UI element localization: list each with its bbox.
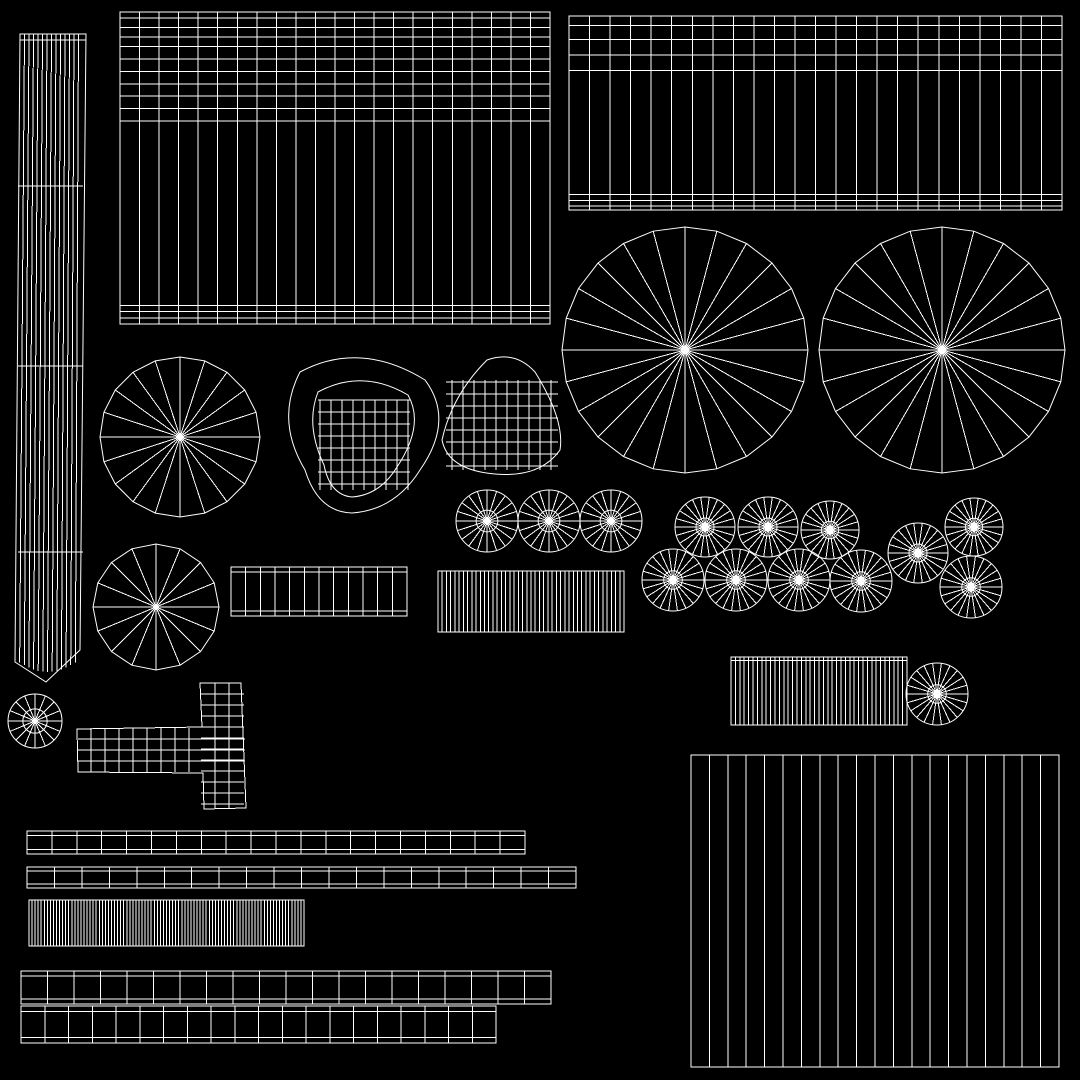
uv-disc-medium-2: [92, 543, 220, 671]
uv-small-wheel-1: [455, 489, 519, 553]
uv-strip-long-1: [26, 830, 526, 855]
uv-small-wheel-10: [829, 549, 893, 613]
uv-disc-large-1: [561, 226, 809, 474]
uv-small-wheel-11: [887, 522, 949, 584]
uv-small-wheel-14: [905, 662, 969, 726]
uv-disc-large-2: [818, 226, 1066, 474]
uv-panel-top-right: [568, 15, 1063, 211]
uv-small-wheel-13: [939, 555, 1003, 619]
uv-organic-cone: [441, 356, 562, 475]
uv-small-wheel-3: [579, 489, 643, 553]
uv-strip-mid-3: [730, 656, 908, 726]
uv-tall-strip-left: [14, 33, 87, 683]
uv-small-wheel-2: [517, 489, 581, 553]
uv-strip-long-3: [28, 899, 305, 947]
uv-strip-mid-2: [437, 570, 625, 633]
uv-strip-long-2: [26, 866, 577, 889]
uv-small-wheel-6: [800, 500, 860, 560]
uv-ring-small: [7, 693, 63, 749]
uv-small-wheel-9: [767, 548, 831, 612]
uv-small-wheel-8: [704, 548, 768, 612]
uv-small-wheel-7: [641, 548, 705, 612]
uv-strip-long-5: [20, 1005, 497, 1044]
uv-t-shape: [76, 682, 247, 810]
uv-strip-long-4: [20, 970, 552, 1005]
uv-strip-mid-1: [230, 566, 408, 617]
uv-panel-top-left: [119, 11, 551, 325]
uv-small-wheel-12: [944, 497, 1004, 557]
uv-panel-bottom-right: [690, 754, 1060, 1068]
uv-disc-medium-1: [99, 356, 261, 518]
uv-small-wheel-4: [674, 496, 736, 558]
uv-organic-shell: [288, 357, 440, 514]
uv-small-wheel-5: [737, 496, 799, 558]
